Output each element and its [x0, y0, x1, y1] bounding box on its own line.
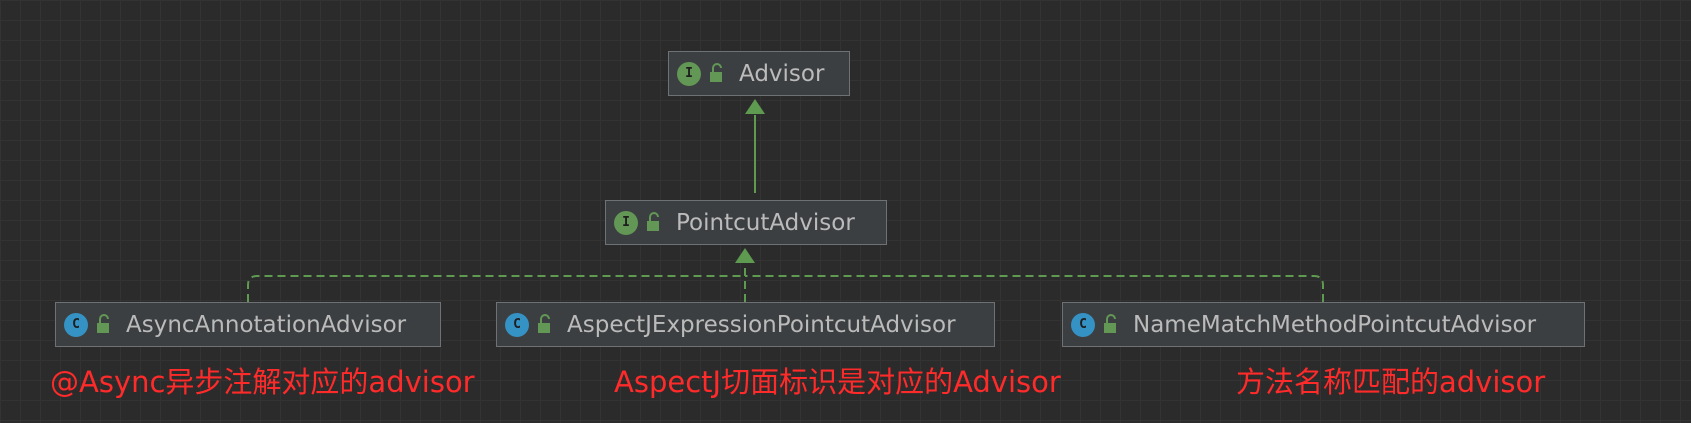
annotation-name-match: 方法名称匹配的advisor [1236, 365, 1546, 399]
class-icon: C [64, 312, 88, 337]
class-icon: C [505, 312, 529, 337]
edge-async-implements-pointcutadvisor [247, 275, 745, 302]
node-aspectjexpressionpointcutadvisor[interactable]: C AspectJExpressionPointcutAdvisor [496, 302, 995, 347]
node-label: AspectJExpressionPointcutAdvisor [567, 311, 956, 338]
node-asyncannotationadvisor[interactable]: C AsyncAnnotationAdvisor [55, 302, 441, 347]
annotation-async: @Async异步注解对应的advisor [50, 365, 475, 399]
node-label: PointcutAdvisor [676, 209, 855, 236]
edge-namematch-implements-pointcutadvisor [745, 275, 1324, 302]
unlocked-icon [710, 62, 722, 82]
interface-icon: I [614, 210, 638, 235]
unlocked-icon [647, 211, 659, 231]
unlocked-icon [97, 313, 109, 333]
annotation-aspectj: AspectJ切面标识是对应的Advisor [614, 365, 1061, 399]
node-label: NameMatchMethodPointcutAdvisor [1133, 311, 1537, 338]
node-label: AsyncAnnotationAdvisor [126, 311, 407, 338]
node-advisor[interactable]: I Advisor [668, 51, 850, 96]
node-label: Advisor [739, 60, 825, 87]
arrowhead-advisor [745, 99, 765, 114]
unlocked-icon [538, 313, 550, 333]
node-pointcutadvisor[interactable]: I PointcutAdvisor [605, 200, 887, 245]
arrowhead-pointcutadvisor [735, 248, 755, 263]
class-icon: C [1071, 312, 1095, 337]
node-namematchmethodpointcutadvisor[interactable]: C NameMatchMethodPointcutAdvisor [1062, 302, 1585, 347]
unlocked-icon [1104, 313, 1116, 333]
interface-icon: I [677, 61, 701, 86]
